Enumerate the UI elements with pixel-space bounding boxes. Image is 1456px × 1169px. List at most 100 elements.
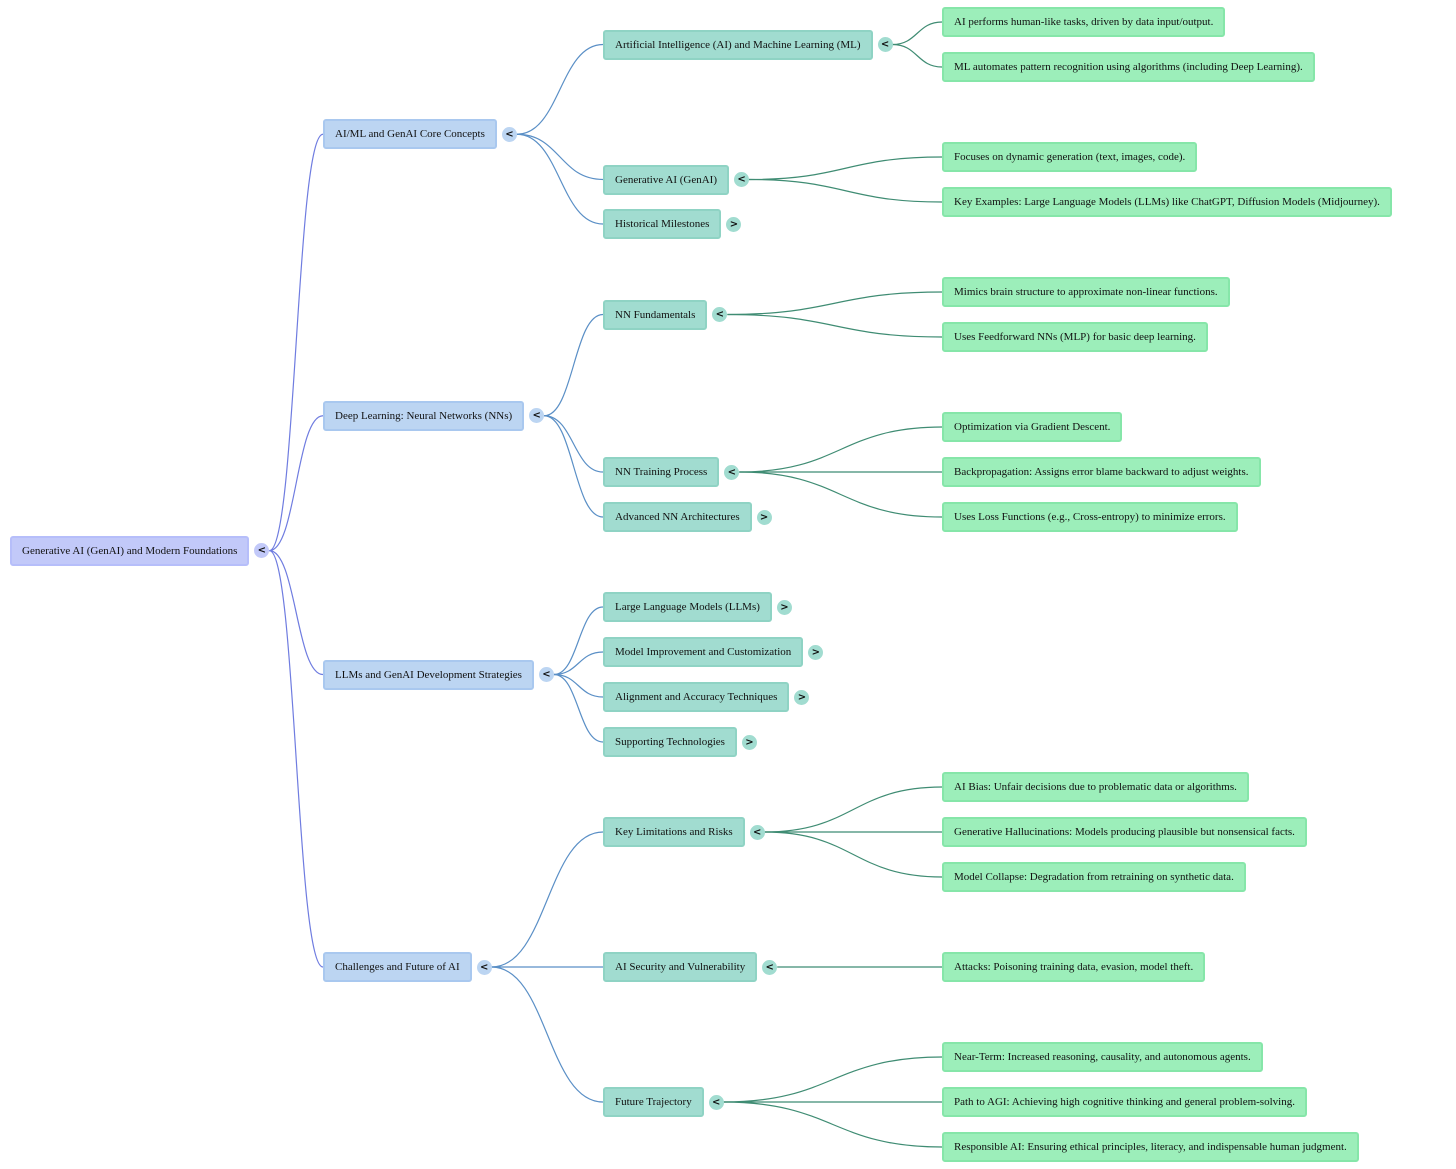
connector-line (723, 1101, 943, 1148)
node-model-collapse-degradation-from-retraining[interactable]: Model Collapse: Degradation from retrain… (942, 862, 1246, 892)
collapse-toggle[interactable]: < (254, 543, 270, 559)
connector-line (553, 651, 604, 676)
connector-line (892, 21, 943, 46)
connector-line (516, 133, 604, 225)
node-mimics-brain-structure-to-approximate[interactable]: Mimics brain structure to approximate no… (942, 277, 1230, 307)
connector-line (269, 550, 324, 676)
node-near-term-increased-reasoning-causality[interactable]: Near-Term: Increased reasoning, causalit… (942, 1042, 1263, 1072)
node-label: LLMs and GenAI Development Strategies (335, 668, 522, 681)
node-uses-feedforward-nns-mlp-for[interactable]: Uses Feedforward NNs (MLP) for basic dee… (942, 322, 1208, 352)
expand-toggle[interactable]: > (741, 734, 757, 750)
connector-line (553, 673, 604, 743)
connector-line (723, 1056, 943, 1103)
expand-toggle[interactable]: > (726, 216, 742, 232)
node-key-examples-large-language-models[interactable]: Key Examples: Large Language Models (LLM… (942, 187, 1392, 217)
node-label: Artificial Intelligence (AI) and Machine… (615, 38, 861, 51)
expand-toggle[interactable]: > (756, 509, 772, 525)
node-ai-ml-and-genai-core[interactable]: AI/ML and GenAI Core Concepts (323, 119, 497, 150)
node-label: AI Security and Vulnerability (615, 961, 746, 973)
connector-line (269, 415, 324, 552)
node-label: Supporting Technologies (615, 736, 725, 748)
node-path-to-agi-achieving-high[interactable]: Path to AGI: Achieving high cognitive th… (942, 1087, 1307, 1117)
node-model-improvement-and-customization[interactable]: Model Improvement and Customization (603, 637, 804, 667)
connector-line (739, 426, 943, 473)
node-uses-loss-functions-e-g[interactable]: Uses Loss Functions (e.g., Cross-entropy… (942, 502, 1238, 532)
connector-line (727, 313, 943, 338)
node-label: Challenges and Future of AI (335, 961, 460, 973)
node-nn-training-process[interactable]: NN Training Process (603, 457, 720, 487)
node-label: Advanced NN Architectures (615, 511, 740, 523)
collapse-toggle[interactable]: < (734, 172, 750, 187)
node-label: NN Training Process (615, 466, 708, 478)
connector-line (544, 313, 604, 417)
connector-line (553, 673, 604, 698)
node-focuses-on-dynamic-generation-text[interactable]: Focuses on dynamic generation (text, ima… (942, 142, 1198, 172)
node-label: Historical Milestones (615, 218, 710, 230)
node-label: Generative AI (GenAI) and Modern Foundat… (22, 544, 238, 557)
connector-line (553, 606, 604, 676)
node-responsible-ai-ensuring-ethical-principles[interactable]: Responsible AI: Ensuring ethical princip… (942, 1132, 1359, 1162)
node-llms-and-genai-development-strategies[interactable]: LLMs and GenAI Development Strategies (323, 659, 534, 690)
connector-line (544, 415, 604, 518)
expand-toggle[interactable]: > (794, 689, 810, 705)
node-ai-security-and-vulnerability[interactable]: AI Security and Vulnerability (603, 952, 758, 982)
node-label: Responsible AI: Ensuring ethical princip… (954, 1141, 1347, 1153)
node-label: AI performs human-like tasks, driven by … (954, 16, 1214, 28)
connector-line (764, 786, 943, 833)
node-ai-bias-unfair-decisions-due[interactable]: AI Bias: Unfair decisions due to problem… (942, 772, 1249, 802)
node-label: Deep Learning: Neural Networks (NNs) (335, 409, 513, 422)
connector-line (544, 415, 604, 473)
collapse-toggle[interactable]: < (712, 307, 728, 322)
node-challenges-and-future-of-ai[interactable]: Challenges and Future of AI (323, 952, 472, 982)
connector-line (491, 966, 604, 1103)
collapse-toggle[interactable]: < (877, 37, 893, 52)
node-alignment-and-accuracy-techniques[interactable]: Alignment and Accuracy Techniques (603, 682, 790, 712)
node-label: Uses Loss Functions (e.g., Cross-entropy… (954, 511, 1226, 523)
node-attacks-poisoning-training-data-evasion[interactable]: Attacks: Poisoning training data, evasio… (942, 952, 1206, 982)
connector-line (491, 831, 604, 968)
node-label: Mimics brain structure to approximate no… (954, 286, 1218, 298)
node-label: Model Improvement and Customization (615, 646, 792, 658)
node-historical-milestones[interactable]: Historical Milestones (603, 209, 722, 239)
node-key-limitations-and-risks[interactable]: Key Limitations and Risks (603, 817, 745, 847)
collapse-toggle[interactable]: < (724, 464, 740, 480)
node-label: Generative Hallucinations: Models produc… (954, 826, 1295, 838)
node-label: Model Collapse: Degradation from retrain… (954, 871, 1234, 883)
node-deep-learning-neural-networks-nns[interactable]: Deep Learning: Neural Networks (NNs) (323, 400, 525, 431)
node-ml-automates-pattern-recognition-using[interactable]: ML automates pattern recognition using a… (942, 52, 1315, 82)
node-label: AI Bias: Unfair decisions due to problem… (954, 781, 1237, 793)
node-generative-hallucinations-models-producing-plausible[interactable]: Generative Hallucinations: Models produc… (942, 817, 1307, 847)
collapse-toggle[interactable]: < (476, 959, 492, 975)
node-future-trajectory[interactable]: Future Trajectory (603, 1087, 704, 1117)
node-optimization-via-gradient-descent[interactable]: Optimization via Gradient Descent. (942, 412, 1123, 442)
node-advanced-nn-architectures[interactable]: Advanced NN Architectures (603, 502, 752, 532)
connector-line (727, 291, 943, 316)
node-label: Key Limitations and Risks (615, 826, 733, 838)
collapse-toggle[interactable]: < (708, 1094, 724, 1110)
node-label: NN Fundamentals (615, 308, 696, 321)
node-label: Focuses on dynamic generation (text, ima… (954, 151, 1186, 163)
node-supporting-technologies[interactable]: Supporting Technologies (603, 727, 737, 757)
collapse-toggle[interactable]: < (529, 408, 545, 424)
connector-line (892, 43, 943, 68)
node-label: Path to AGI: Achieving high cognitive th… (954, 1096, 1295, 1108)
node-ai-performs-human-like-tasks[interactable]: AI performs human-like tasks, driven by … (942, 7, 1226, 37)
node-label: Alignment and Accuracy Techniques (615, 691, 778, 703)
connector-line (764, 831, 943, 878)
node-large-language-models-llms[interactable]: Large Language Models (LLMs) (603, 592, 772, 622)
node-artificial-intelligence-ai-and-machine[interactable]: Artificial Intelligence (AI) and Machine… (603, 29, 873, 60)
node-label: Attacks: Poisoning training data, evasio… (954, 961, 1194, 973)
expand-toggle[interactable]: > (776, 599, 792, 615)
collapse-toggle[interactable]: < (538, 667, 554, 682)
node-backpropagation-assigns-error-blame-backward[interactable]: Backpropagation: Assigns error blame bac… (942, 457, 1261, 487)
node-generative-ai-genai[interactable]: Generative AI (GenAI) (603, 164, 730, 195)
connector-line (739, 471, 943, 518)
expand-toggle[interactable]: > (808, 644, 824, 660)
collapse-toggle[interactable]: < (501, 126, 517, 142)
collapse-toggle[interactable]: < (749, 824, 765, 840)
node-label: Uses Feedforward NNs (MLP) for basic dee… (954, 331, 1196, 343)
node-label: Key Examples: Large Language Models (LLM… (954, 196, 1380, 208)
node-nn-fundamentals[interactable]: NN Fundamentals (603, 299, 708, 330)
root-node-generative-ai-genai-and-modern[interactable]: Generative AI (GenAI) and Modern Foundat… (10, 535, 250, 566)
collapse-toggle[interactable]: < (762, 959, 778, 975)
